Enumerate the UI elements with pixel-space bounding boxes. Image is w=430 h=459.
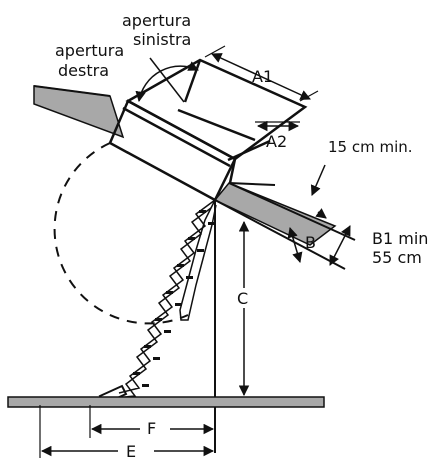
roof-right <box>213 182 337 246</box>
swing-dashed-arc <box>53 142 189 325</box>
dim-a1 <box>211 53 311 100</box>
label-f: F <box>147 419 156 438</box>
folding-ladder <box>98 199 217 406</box>
label-apertura-sinistra-2: sinistra <box>133 30 191 49</box>
label-a2: A2 <box>266 132 287 151</box>
dim-b1 <box>329 225 351 266</box>
hatch-frame <box>108 58 308 202</box>
label-b1-min: B1 min. <box>372 229 430 248</box>
label-apertura-destra-2: destra <box>58 61 109 80</box>
floor <box>7 396 325 408</box>
label-e: E <box>126 442 136 459</box>
label-apertura-sinistra-1: apertura <box>122 11 191 30</box>
label-15cm-min: 15 cm min. <box>328 138 413 156</box>
opening-arc <box>135 61 199 103</box>
roof-left <box>33 85 125 139</box>
label-a1: A1 <box>252 67 273 86</box>
dim-15cm <box>310 164 326 196</box>
label-apertura-destra-1: apertura <box>55 41 124 60</box>
dim-b <box>287 226 303 264</box>
ladder-treads <box>133 210 215 387</box>
label-b1-value: 55 cm <box>372 248 422 267</box>
label-b: B <box>305 233 316 252</box>
label-c: C <box>237 289 248 308</box>
